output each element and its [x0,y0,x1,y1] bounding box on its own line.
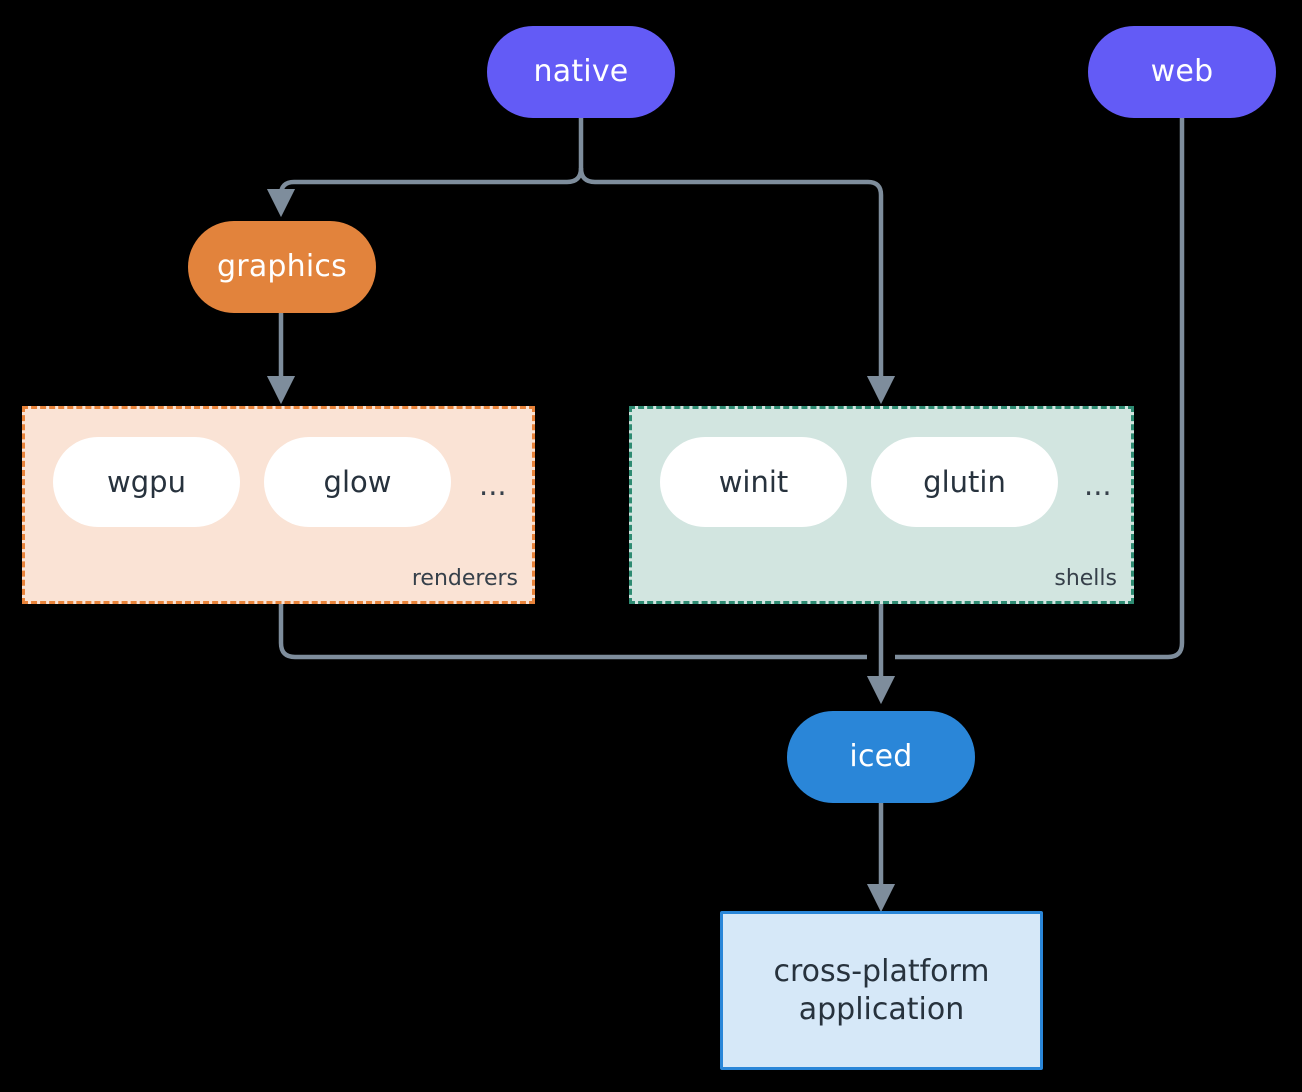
edge-renderers-to-iced [278,604,867,660]
group-shells[interactable]: winit glutin ... shells [629,406,1134,604]
node-iced[interactable]: iced [787,711,975,803]
chip-winit[interactable]: winit [660,437,847,527]
chip-glow[interactable]: glow [264,437,451,527]
group-renderers-label: renderers [411,566,518,591]
node-graphics-label: graphics [217,249,347,285]
edge-native-to-graphics [266,167,584,218]
group-renderers[interactable]: wgpu glow ... renderers [22,406,535,604]
node-iced-label: iced [849,739,913,775]
renderers-more-ellipsis: ... [479,468,507,502]
chip-winit-label: winit [718,465,789,499]
chip-glow-label: glow [323,465,392,499]
chip-wgpu[interactable]: wgpu [53,437,240,527]
node-web[interactable]: web [1088,26,1276,118]
chip-glutin[interactable]: glutin [871,437,1058,527]
node-graphics[interactable]: graphics [188,221,376,313]
node-native-label: native [533,54,629,90]
application-label-line1: cross-platform [773,954,990,989]
shells-more-ellipsis: ... [1084,468,1112,502]
node-native[interactable]: native [487,26,675,118]
chip-wgpu-label: wgpu [107,465,186,499]
application-label-line2: application [798,991,965,1027]
chip-glutin-label: glutin [923,465,1006,499]
node-cross-platform-application[interactable]: cross-platform application [720,911,1043,1070]
node-web-label: web [1150,54,1214,90]
group-shells-label: shells [1054,566,1117,591]
edge-native-to-shells [578,167,896,405]
